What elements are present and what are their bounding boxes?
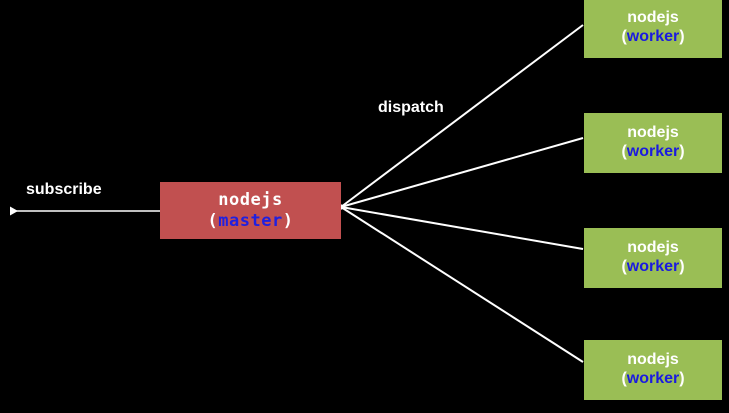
node-worker-4[interactable]: nodejs (worker): [584, 340, 722, 400]
dispatch-label: dispatch: [378, 99, 444, 116]
edge-dispatch-worker-4: [340, 206, 584, 363]
worker-3-paren-open: (: [621, 258, 627, 275]
worker-1-paren-open: (: [621, 28, 627, 45]
node-worker-1[interactable]: nodejs (worker): [584, 0, 722, 58]
worker-2-role-keyword: worker: [626, 143, 680, 160]
master-role: (master): [208, 211, 294, 231]
master-paren-close: ): [282, 210, 294, 231]
worker-3-paren-close: ): [679, 258, 685, 275]
worker-3-role: (worker): [621, 258, 684, 277]
node-master[interactable]: nodejs (master): [160, 182, 341, 239]
worker-3-title: nodejs: [627, 239, 679, 257]
worker-2-paren-open: (: [621, 143, 627, 160]
worker-1-role: (worker): [621, 28, 684, 47]
edge-dispatch-worker-3: [340, 206, 584, 250]
worker-4-title: nodejs: [627, 351, 679, 369]
worker-4-role: (worker): [621, 370, 684, 389]
master-paren-open: (: [207, 210, 219, 231]
node-worker-2[interactable]: nodejs (worker): [584, 113, 722, 173]
worker-2-title: nodejs: [627, 124, 679, 142]
edge-dispatch-worker-1: [340, 24, 584, 208]
worker-1-role-keyword: worker: [626, 28, 680, 45]
subscribe-label: subscribe: [26, 181, 102, 198]
worker-2-paren-close: ): [679, 143, 685, 160]
worker-4-paren-close: ): [679, 370, 685, 387]
master-role-keyword: master: [218, 210, 283, 231]
worker-1-title: nodejs: [627, 9, 679, 27]
node-worker-3[interactable]: nodejs (worker): [584, 228, 722, 288]
master-title: nodejs: [218, 190, 283, 211]
worker-3-role-keyword: worker: [626, 258, 680, 275]
worker-4-paren-open: (: [621, 370, 627, 387]
worker-1-paren-close: ): [679, 28, 685, 45]
worker-2-role: (worker): [621, 143, 684, 162]
worker-4-role-keyword: worker: [626, 370, 680, 387]
edge-dispatch-worker-2: [340, 137, 584, 208]
